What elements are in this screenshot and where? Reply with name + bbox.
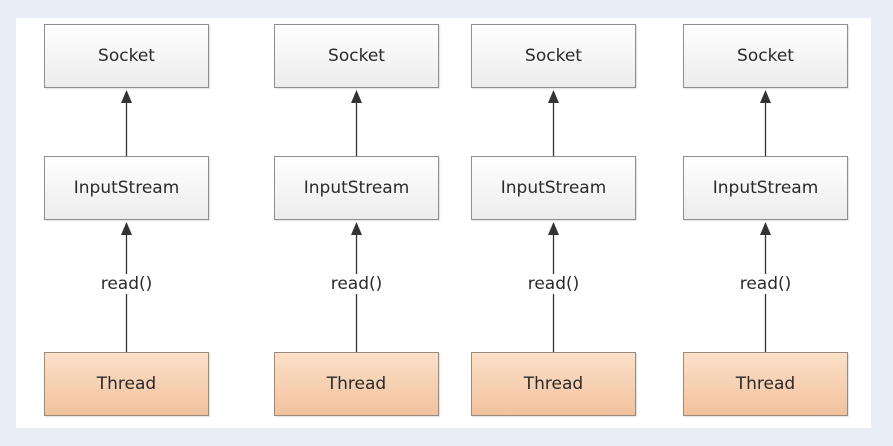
read-call-label: read()	[683, 274, 848, 294]
read-call-text: read()	[328, 274, 385, 294]
thread-column-3: Socket InputStream read() Thread	[471, 0, 638, 446]
connector-arrows	[548, 90, 559, 352]
thread-box: Thread	[471, 352, 636, 416]
stream-to-socket-arrowhead	[351, 90, 362, 103]
inputstream-box: InputStream	[274, 156, 439, 220]
thread-column-1: Socket InputStream read() Thread	[44, 0, 211, 446]
read-call-text: read()	[737, 274, 794, 294]
connector-arrows	[121, 90, 132, 352]
thread-box: Thread	[44, 352, 209, 416]
thread-column-4: Socket InputStream read() Thread	[683, 0, 850, 446]
socket-box: Socket	[44, 24, 209, 88]
socket-box: Socket	[683, 24, 848, 88]
stream-to-socket-arrowhead	[760, 90, 771, 103]
inputstream-box: InputStream	[683, 156, 848, 220]
stream-to-socket-arrowhead	[548, 90, 559, 103]
thread-column-2: Socket InputStream read() Thread	[274, 0, 441, 446]
stream-to-socket-arrowhead	[121, 90, 132, 103]
inputstream-box: InputStream	[44, 156, 209, 220]
connector-arrows	[351, 90, 362, 352]
thread-to-stream-arrowhead	[760, 222, 771, 235]
socket-box: Socket	[274, 24, 439, 88]
thread-to-stream-arrowhead	[121, 222, 132, 235]
thread-box: Thread	[683, 352, 848, 416]
read-call-label: read()	[44, 274, 209, 294]
thread-box: Thread	[274, 352, 439, 416]
inputstream-box: InputStream	[471, 156, 636, 220]
read-call-label: read()	[471, 274, 636, 294]
connector-arrows	[760, 90, 771, 352]
read-call-label: read()	[274, 274, 439, 294]
thread-to-stream-arrowhead	[548, 222, 559, 235]
read-call-text: read()	[525, 274, 582, 294]
read-call-text: read()	[98, 274, 155, 294]
socket-box: Socket	[471, 24, 636, 88]
thread-to-stream-arrowhead	[351, 222, 362, 235]
